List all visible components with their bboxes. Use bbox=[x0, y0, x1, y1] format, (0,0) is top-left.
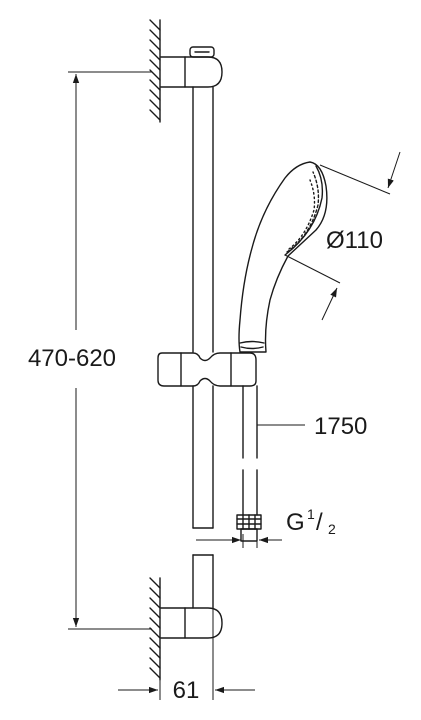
top-wall-hatch bbox=[149, 19, 161, 123]
thread-prefix-label: G bbox=[286, 509, 305, 536]
thread-dimension-lines bbox=[196, 534, 282, 548]
hose-length-label: 1750 bbox=[314, 413, 367, 440]
thread-numerator-label: 1 bbox=[307, 506, 315, 522]
diameter-symbol: Ø bbox=[326, 227, 345, 254]
thread-slash-label: / bbox=[316, 509, 323, 536]
height-range-label: 470-620 bbox=[28, 345, 116, 372]
diameter-value: 110 bbox=[345, 227, 383, 254]
top-wall-bracket bbox=[160, 46, 223, 88]
height-dimension-lines bbox=[68, 71, 152, 630]
diameter-dimension-lines bbox=[284, 151, 401, 321]
thread-denominator-label: 2 bbox=[328, 521, 336, 537]
head-diameter-label: Ø110 bbox=[326, 227, 383, 254]
hand-shower bbox=[238, 161, 328, 353]
bottom-wall-hatch bbox=[149, 577, 161, 681]
wall-offset-label: 61 bbox=[173, 677, 200, 704]
sliding-holder bbox=[157, 352, 257, 387]
offset-dimension-lines bbox=[118, 608, 255, 700]
hose bbox=[242, 385, 258, 516]
shower-rail bbox=[192, 86, 214, 609]
